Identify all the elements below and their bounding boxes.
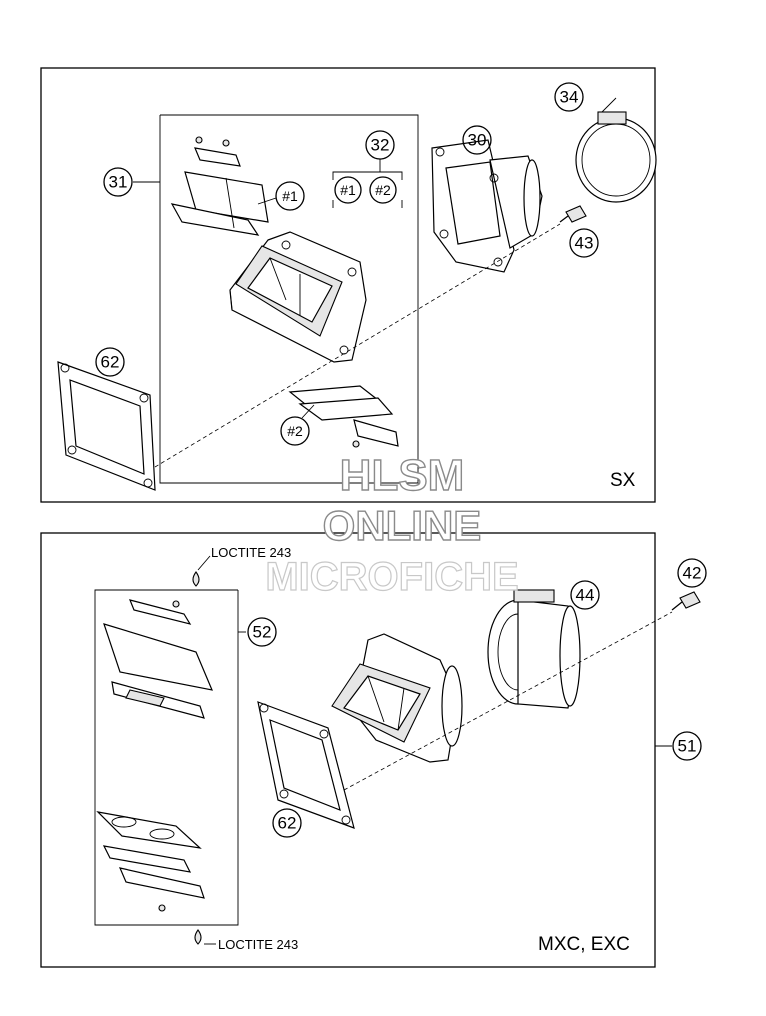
reed-petals-upper	[170, 136, 269, 236]
model-label-sx: SX	[610, 470, 636, 491]
intake-flange-44	[487, 589, 581, 709]
callout-31: 31	[103, 167, 133, 197]
panel-sx-frame	[40, 67, 656, 503]
watermark-line3: MICROFICHE	[265, 555, 518, 599]
bolt-43	[559, 205, 587, 223]
callout-32-hash1: #1	[340, 182, 356, 198]
panel-sx: 31 #1 32 #1 #2	[40, 67, 657, 503]
callout-51: 51	[672, 731, 702, 761]
loctite-top: LOCTITE 243	[192, 545, 291, 587]
callout-34-label: 34	[560, 88, 579, 107]
callout-43: 43	[569, 228, 599, 258]
panel-mxc-frame	[40, 532, 656, 968]
kit-52-bracket	[94, 589, 239, 926]
callout-51-label: 51	[678, 737, 697, 756]
loctite-bottom-label: LOCTITE 243	[218, 937, 298, 952]
callout-30: 30	[462, 125, 492, 155]
callout-34: 34	[554, 82, 584, 112]
callout-62-sx: 62	[95, 347, 125, 377]
reed-petals-lower	[288, 385, 399, 448]
callout-32: 32 #1 #2	[332, 130, 403, 208]
watermark-line2: ONLINE	[323, 502, 482, 549]
bolt-42	[671, 591, 701, 611]
reed-petals-52	[103, 599, 213, 719]
reed-petals-52-lower	[96, 811, 205, 912]
kit-31-bracket	[159, 114, 419, 484]
callout-52-label: 52	[253, 623, 272, 642]
watermark: HLSM ONLINE MICROFICHE	[265, 450, 520, 599]
callout-hash2-lower: #2	[280, 404, 315, 446]
watermark-line1: HLSM	[340, 451, 465, 500]
callout-hash2-lower-label: #2	[287, 423, 303, 439]
callout-62-sx-label: 62	[101, 353, 120, 372]
callout-44: 44	[570, 580, 600, 610]
callout-hash1-label: #1	[282, 188, 298, 204]
callout-62-mxc-label: 62	[278, 814, 297, 833]
gasket-62-sx	[57, 361, 156, 491]
hose-clamp-34	[575, 97, 657, 203]
reed-cage-sx	[229, 231, 367, 363]
callout-44-label: 44	[576, 586, 595, 605]
callout-62-mxc: 62	[272, 808, 302, 838]
gasket-62-mxc	[257, 701, 355, 829]
loctite-bottom: LOCTITE 243	[194, 929, 298, 952]
callout-hash1: #1	[257, 181, 305, 211]
callout-32-hash2: #2	[375, 182, 391, 198]
callout-43-label: 43	[575, 234, 594, 253]
panel-mxc-exc: LOCTITE 243 52 LOCTITE 243	[40, 532, 707, 968]
callout-42: 42	[677, 558, 707, 588]
callout-42-label: 42	[683, 564, 702, 583]
callout-30-label: 30	[468, 131, 487, 150]
intake-flange-30	[431, 139, 543, 273]
model-label-mxc: MXC, EXC	[538, 934, 630, 955]
loctite-top-label: LOCTITE 243	[211, 545, 291, 560]
callout-31-label: 31	[109, 173, 128, 192]
reed-cage-mxc	[331, 633, 463, 763]
callout-52: 52	[247, 617, 277, 647]
assembly-line-mxc	[343, 611, 673, 791]
callout-32-label: 32	[371, 136, 390, 155]
assembly-line-sx	[154, 223, 561, 468]
